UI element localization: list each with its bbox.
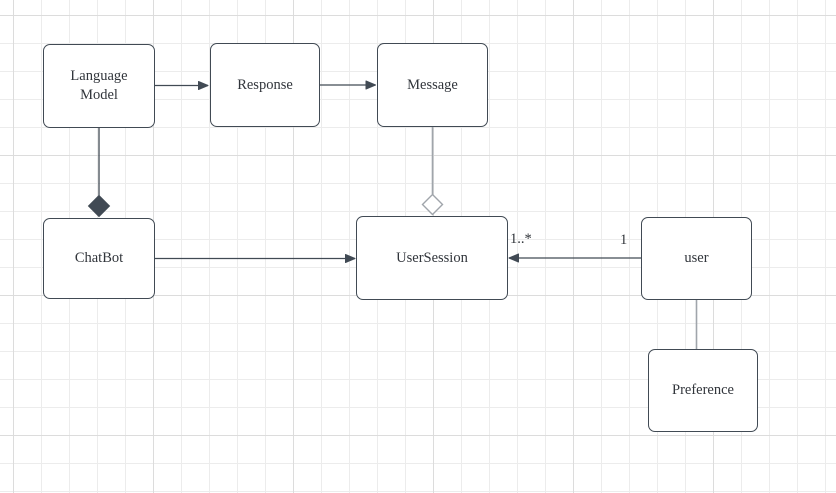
node-preference[interactable]: Preference: [648, 349, 758, 432]
node-language-model[interactable]: Language Model: [43, 44, 155, 128]
node-label: Message: [407, 76, 458, 93]
multiplicity-label-source: 1: [620, 232, 628, 248]
node-usersession[interactable]: UserSession: [356, 216, 508, 300]
composition-diamond-icon: [87, 194, 111, 218]
node-label: UserSession: [396, 249, 468, 266]
node-label: Language Model: [70, 68, 128, 103]
edge-message-usersession-aggregation[interactable]: [421, 127, 444, 216]
node-label: user: [684, 250, 709, 267]
node-response[interactable]: Response: [210, 43, 320, 127]
multiplicity-label-target: 1..*: [510, 231, 532, 247]
node-message[interactable]: Message: [377, 43, 488, 127]
aggregation-diamond-icon: [421, 193, 444, 216]
node-label: Preference: [672, 382, 734, 399]
node-label: ChatBot: [74, 250, 124, 267]
node-label: Response: [237, 76, 293, 93]
node-user[interactable]: user: [641, 217, 752, 300]
node-chatbot[interactable]: ChatBot: [43, 218, 155, 299]
edge-language-model-chatbot-composition[interactable]: [87, 128, 111, 218]
